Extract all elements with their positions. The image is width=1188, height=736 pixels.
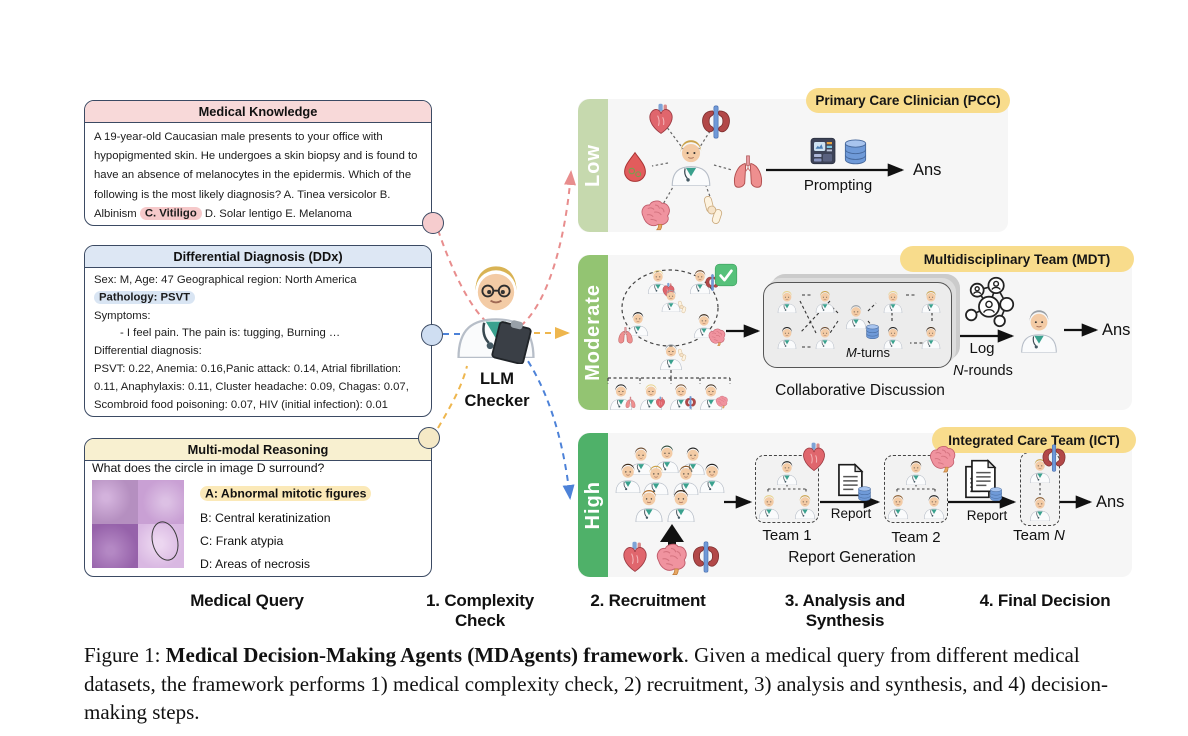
low-level-text: Low: [581, 144, 604, 187]
multimodal-connector-dot: [418, 427, 440, 449]
medical-knowledge-box: Medical Knowledge A 19-year-old Caucasia…: [84, 100, 432, 226]
m-turns-italic: M: [845, 345, 857, 360]
step-complexity-check: 1. Complexity Check: [426, 591, 534, 630]
report2-label: Report: [966, 508, 1008, 523]
mk-text-before: A 19-year-old Caucasian male presents to…: [94, 131, 418, 220]
caption-bold: Medical Decision-Making Agents (MDAgents…: [165, 643, 684, 667]
high-answer-label: Ans: [1096, 493, 1125, 511]
n-rounds-rest: -rounds: [963, 363, 1013, 379]
mdt-lead-doctor-icon: [1018, 306, 1060, 353]
teamn-italic: N: [1054, 527, 1065, 544]
team1-label: Team 1: [762, 527, 812, 544]
ddx-title: Differential Diagnosis (DDx): [85, 246, 431, 268]
team2-members: [887, 460, 945, 519]
moderate-level-label: Moderate: [578, 255, 608, 410]
multimodal-title: Multi-modal Reasoning: [85, 439, 431, 461]
log-label: Log: [969, 340, 995, 357]
multimodal-option-d: D: Areas of necrosis: [200, 557, 311, 571]
ddx-connector-dot: [421, 324, 443, 346]
medical-knowledge-title: Medical Knowledge: [85, 101, 431, 123]
database-icon: [841, 137, 870, 166]
collaborative-discussion-panel: [763, 282, 952, 368]
mk-text-after: D. Solar lentigo E. Melanoma: [201, 207, 352, 220]
ddx-pathology-highlight: Pathology: PSVT: [94, 291, 196, 305]
team2-brain-icon: [926, 442, 958, 474]
teamn-label: Team N: [1006, 527, 1072, 544]
multimodal-question: What does the circle in image D surround…: [92, 461, 325, 475]
histology-quadrant-a: [92, 480, 138, 524]
n-rounds-label: N-rounds: [942, 363, 1024, 379]
ddx-pathology-line: Pathology: PSVT: [94, 290, 422, 308]
brain-icon: [637, 196, 673, 232]
histopathology-image: [92, 480, 184, 568]
ddx-symptom-item: - I feel pain. The pain is: tugging, Bur…: [120, 327, 341, 340]
histology-quadrant-b: [138, 480, 184, 524]
figure-caption: Figure 1: Medical Decision-Making Agents…: [84, 641, 1134, 727]
multimodal-option-c: C: Frank atypia: [200, 534, 284, 548]
medical-knowledge-text: A 19-year-old Caucasian male presents to…: [85, 123, 431, 225]
teamn-members: [1029, 458, 1051, 521]
discussion-agents: [777, 290, 941, 349]
agent-network-icon: [960, 276, 1018, 328]
team1-heart-icon: [798, 441, 830, 473]
llm-checker-label-line2: Checker: [464, 392, 530, 410]
knee-joint-icon: [699, 194, 731, 226]
multimodal-option-b: B: Central keratinization: [200, 511, 331, 525]
report-generation-label: Report Generation: [788, 549, 916, 566]
low-answer-label: Ans: [913, 161, 942, 179]
ddx-box: Differential Diagnosis (DDx) Sex: M, Age…: [84, 245, 432, 417]
medical-knowledge-connector-dot: [422, 212, 444, 234]
high-kidneys-icon: [690, 541, 722, 573]
low-level-label: Low: [578, 99, 608, 232]
step-recruitment: 2. Recruitment: [590, 591, 706, 610]
ict-badge: Integrated Care Team (ICT): [932, 427, 1136, 453]
caption-prefix: Figure 1:: [84, 643, 166, 667]
mdt-badge: Multidisciplinary Team (MDT): [900, 246, 1134, 272]
n-rounds-italic: N: [953, 363, 964, 379]
step-analysis-synthesis: 3. Analysis and Synthesis: [784, 591, 906, 630]
pcc-badge: Primary Care Clinician (PCC): [806, 88, 1010, 113]
kidneys-icon: [699, 105, 733, 139]
mk-answer-highlight: C. Vitiligo: [139, 207, 202, 221]
blood-drop-icon: [619, 151, 651, 183]
high-level-label: High: [578, 433, 608, 577]
team1-members: [758, 460, 816, 519]
high-heart-icon: [618, 540, 652, 574]
ddx-line-demographics: Sex: M, Age: 47 Geographical region: Nor…: [94, 274, 357, 286]
high-level-text: High: [581, 480, 604, 530]
llm-checker-label-line1: LLM: [480, 370, 514, 388]
histology-quadrant-d: [138, 524, 184, 568]
teamn-prefix: Team: [1013, 527, 1054, 544]
step-final-decision: 4. Final Decision: [979, 591, 1111, 610]
moderate-answer-label: Ans: [1102, 321, 1131, 339]
checkmark-icon: [714, 263, 738, 287]
pcc-doctor-icon: [668, 136, 714, 186]
teamn-kidneys-icon: [1040, 444, 1068, 472]
ddx-differential-label: Differential diagnosis:: [94, 345, 202, 358]
caption-rest: . Given a medical query from different m…: [84, 643, 1109, 725]
prompting-label: Prompting: [803, 177, 873, 194]
heart-icon: [644, 102, 678, 136]
m-turns-rest: -turns: [856, 345, 891, 360]
report2-database-icon: [988, 486, 1004, 502]
report1-database-icon: [856, 485, 873, 502]
histology-quadrant-c: [92, 524, 138, 568]
option-a-highlight: A: Abnormal mitotic figures: [200, 485, 372, 501]
lungs-icon: [729, 153, 767, 191]
report1-label: Report: [830, 506, 872, 521]
high-brain-icon: [652, 539, 690, 577]
ddx-symptoms-label: Symptoms:: [94, 309, 151, 322]
ict-doctor-crowd: [615, 445, 725, 522]
ddx-differential-list: PSVT: 0.22, Anemia: 0.16,Panic attack: 0…: [94, 362, 409, 411]
team2-label: Team 2: [891, 529, 941, 546]
step-medical-query: Medical Query: [190, 591, 304, 610]
multimodal-option-a: A: Abnormal mitotic figures: [200, 485, 372, 501]
mdt-recruit-cluster: [607, 269, 731, 410]
collaborative-discussion-label: Collaborative Discussion: [775, 382, 945, 399]
dashboard-icon: [808, 136, 838, 166]
ddx-text: Sex: M, Age: 47 Geographical region: Nor…: [85, 268, 431, 416]
llm-checker-doctor-icon: [450, 258, 542, 364]
m-turns-label: M-turns: [828, 345, 908, 360]
